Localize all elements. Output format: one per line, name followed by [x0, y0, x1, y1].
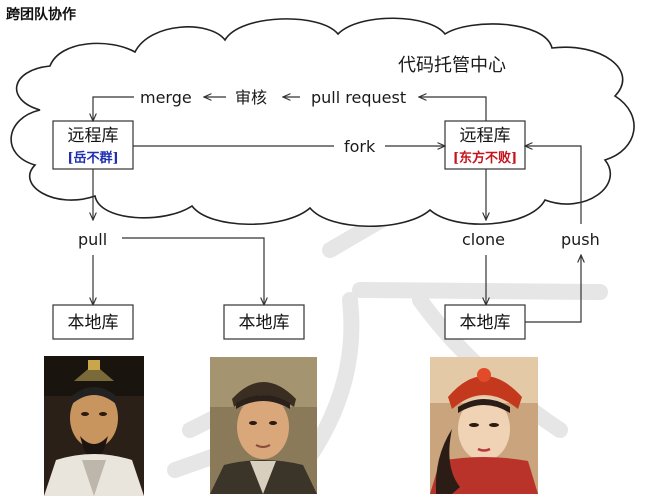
code-hosting-cloud — [10, 17, 635, 228]
push-label: push — [561, 230, 600, 249]
portrait-dongfang-bubai — [430, 357, 538, 494]
pull-request-label: pull request — [311, 88, 406, 107]
remote-repo-right[interactable]: 远程库 [东方不败] — [444, 120, 526, 170]
remote-repo-right-owner: [东方不败] — [453, 150, 517, 166]
clone-label: clone — [462, 230, 505, 249]
pull-label: pull — [78, 230, 107, 249]
local-repo-3[interactable]: 本地库 — [444, 304, 526, 340]
local-repo-3-label: 本地库 — [460, 313, 511, 333]
local-repo-1[interactable]: 本地库 — [52, 304, 134, 340]
fork-label: fork — [344, 137, 376, 156]
local-repo-2[interactable]: 本地库 — [223, 304, 305, 340]
local-repo-2-label: 本地库 — [239, 313, 290, 333]
remote-repo-left-label: 远程库 — [68, 126, 119, 146]
pull-arrows — [93, 169, 264, 305]
clone-push-arrows — [486, 146, 581, 323]
portrait-local-developer — [210, 357, 317, 494]
merge-label: merge — [140, 88, 192, 107]
local-repo-1-label: 本地库 — [68, 313, 119, 333]
pull-request-arrows — [93, 97, 487, 121]
review-label: 审核 — [235, 88, 267, 107]
remote-repo-left-owner: [岳不群] — [67, 150, 118, 166]
remote-repo-left[interactable]: 远程库 [岳不群] — [52, 120, 134, 170]
remote-repo-right-label: 远程库 — [460, 126, 511, 146]
cloud-label: 代码托管中心 — [398, 55, 506, 76]
page-title: 跨团队协作 — [6, 7, 76, 23]
portrait-yue-buqun — [44, 356, 144, 496]
